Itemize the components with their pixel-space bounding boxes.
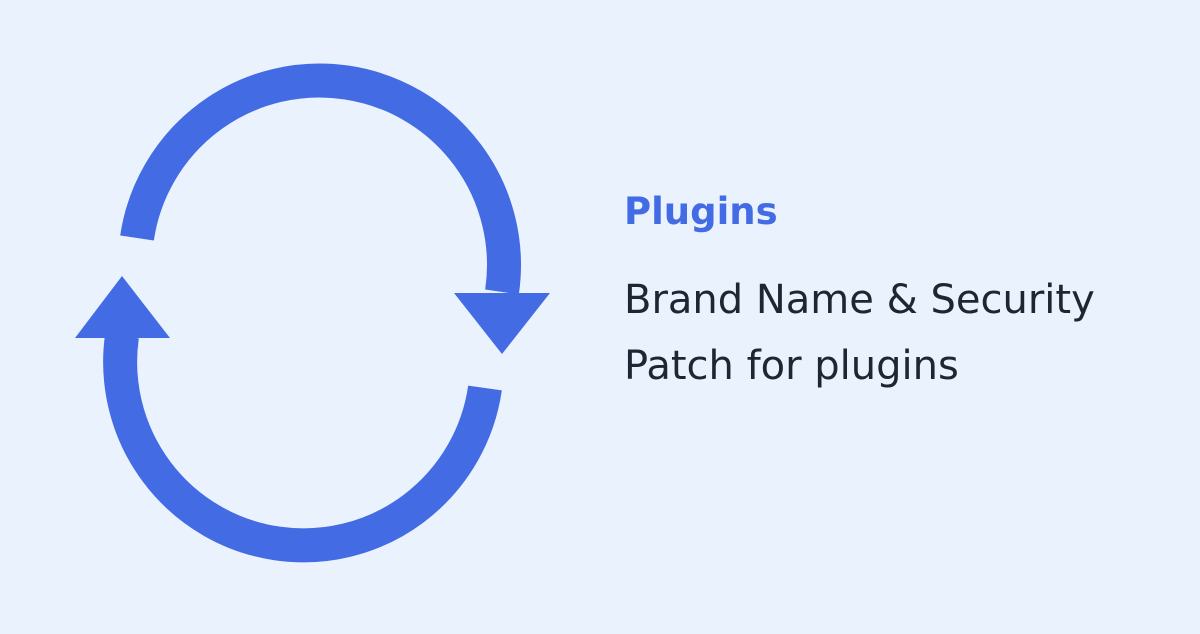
page-title: Brand Name & Security Patch for plugins — [624, 267, 1184, 399]
upper-arrowhead — [454, 293, 550, 354]
text-block: Plugins Brand Name & Security Patch for … — [624, 190, 1184, 399]
upper-arc — [120, 63, 521, 295]
lower-arc — [103, 333, 502, 563]
refresh-cycle-icon-graphic — [75, 63, 550, 563]
title-line-1: Brand Name & Security — [624, 276, 1095, 323]
category-label: Plugins — [624, 190, 778, 233]
lower-arrowhead — [75, 276, 170, 338]
title-line-2: Patch for plugins — [624, 342, 959, 389]
refresh-cycle-icon — [75, 63, 550, 563]
